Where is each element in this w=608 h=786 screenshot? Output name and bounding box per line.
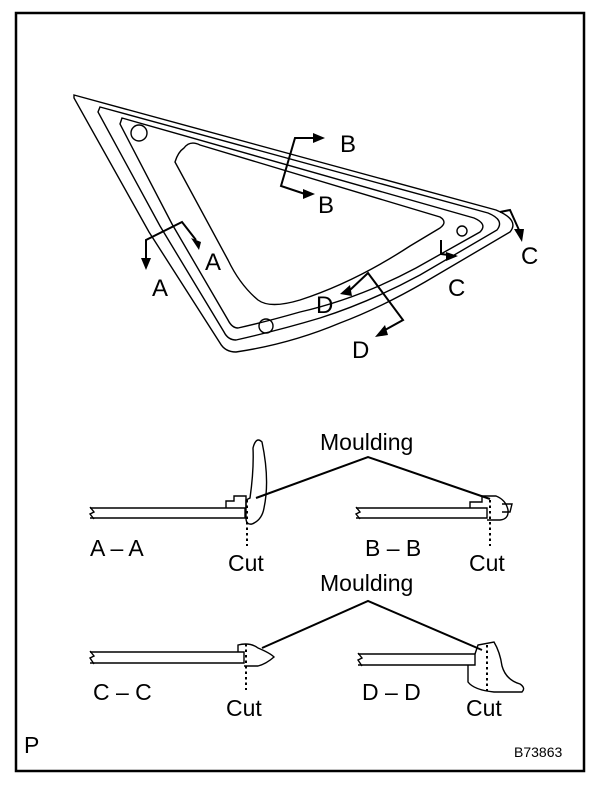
cut-label-b-b: Cut bbox=[469, 550, 505, 576]
marker-a-lower-label: A bbox=[152, 275, 168, 302]
moulding-label-top: Moulding bbox=[320, 429, 413, 455]
moulding-leader-top bbox=[255, 455, 491, 500]
mounting-hole-bottom bbox=[258, 318, 274, 334]
moulding-outer-line bbox=[97, 106, 501, 341]
marker-a-upper-label: A bbox=[205, 249, 221, 276]
marker-b-upper-label: B bbox=[340, 131, 356, 158]
section-detail-c-c: C – C Cut bbox=[88, 643, 276, 721]
marker-b-lower-label: B bbox=[318, 192, 334, 219]
section-detail-b-b: B – B Cut bbox=[354, 495, 513, 576]
corner-mark: P bbox=[24, 732, 39, 758]
section-marker-a: A A bbox=[141, 220, 221, 302]
cut-label-d-d: Cut bbox=[466, 695, 502, 721]
marker-c-right-label: C bbox=[521, 243, 538, 270]
cut-label-c-c: Cut bbox=[226, 695, 262, 721]
glass-outer-edge bbox=[73, 94, 514, 353]
section-b-b-title: B – B bbox=[365, 535, 421, 561]
cut-label-a-a: Cut bbox=[228, 550, 264, 576]
section-detail-a-a: A – A Cut bbox=[88, 439, 268, 576]
section-marker-c: C C bbox=[440, 208, 538, 302]
mounting-hole-top bbox=[130, 124, 148, 142]
quarter-window-glass bbox=[73, 94, 514, 353]
section-a-a-title: A – A bbox=[90, 535, 144, 561]
section-d-d-title: D – D bbox=[362, 679, 421, 705]
section-marker-d: D D bbox=[316, 271, 405, 364]
marker-c-lower-label: C bbox=[448, 275, 465, 302]
glass-inner-opening bbox=[174, 142, 445, 306]
section-c-c-title: C – C bbox=[93, 679, 152, 705]
section-marker-b: B B bbox=[279, 131, 356, 219]
section-detail-d-d: D – D Cut bbox=[356, 641, 525, 721]
marker-d-left-label: D bbox=[316, 292, 333, 319]
marker-d-lower-label: D bbox=[352, 337, 369, 364]
mounting-hole-right bbox=[456, 225, 468, 237]
moulding-leader-bottom bbox=[261, 599, 483, 651]
page-frame bbox=[14, 11, 586, 773]
moulding-label-bottom: Moulding bbox=[320, 570, 413, 596]
moulding-inner-line bbox=[119, 117, 484, 329]
figure-id: B73863 bbox=[514, 744, 562, 760]
